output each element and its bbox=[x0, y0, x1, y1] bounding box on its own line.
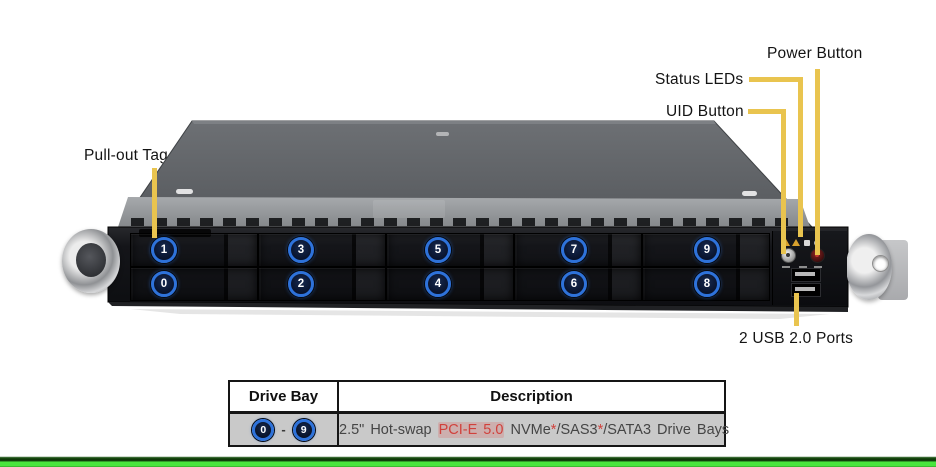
table-header-row: Drive Bay Description bbox=[230, 382, 724, 414]
warning-led-icon bbox=[782, 239, 790, 246]
warning-led-icon bbox=[792, 239, 800, 246]
drive-tray: 9 bbox=[642, 233, 770, 267]
drive-bay-number-badge: 7 bbox=[561, 237, 587, 263]
chassis-shadow bbox=[130, 309, 830, 319]
drive-bay-number-badge: 5 bbox=[425, 237, 451, 263]
drive-bay-number-badge: 6 bbox=[561, 271, 587, 297]
usb-port bbox=[791, 268, 821, 282]
usb-ports-leader-line bbox=[794, 293, 799, 326]
description-cell: 2.5" Hot-swap PCI-E 5.0 NVMe*/SAS3*/SATA… bbox=[339, 414, 729, 445]
drive-tray: 3 bbox=[258, 233, 386, 267]
pull-out-tag-callout: Pull-out Tag bbox=[84, 147, 168, 164]
power-button-callout: Power Button bbox=[767, 45, 863, 62]
front-vent-strip bbox=[131, 218, 795, 226]
uid-button-leader-line bbox=[748, 109, 786, 114]
pull-out-tag-leader-line bbox=[152, 168, 157, 238]
left-rack-ear-opening bbox=[76, 243, 106, 277]
status-leds-leader-line bbox=[749, 77, 803, 82]
drive-bay-number-badge: 9 bbox=[694, 237, 720, 263]
drive-bay-range-cell: 0 - 9 bbox=[230, 414, 339, 445]
drive-bay-column-header: Drive Bay bbox=[230, 382, 339, 411]
uid-button-callout: UID Button bbox=[666, 103, 744, 120]
description-column-header: Description bbox=[490, 388, 573, 405]
chassis-top-back-edge bbox=[192, 121, 716, 124]
drive-bay-number-badge: 8 bbox=[694, 271, 720, 297]
drive-tray: 0 bbox=[130, 267, 258, 301]
right-rack-ear-screw-hole bbox=[872, 255, 889, 272]
drive-tray: 5 bbox=[386, 233, 514, 267]
latch-highlight bbox=[176, 189, 193, 194]
drive-tray: 1 bbox=[130, 233, 258, 267]
drive-tray: 2 bbox=[258, 267, 386, 301]
drive-bay-number-badge: 4 bbox=[425, 271, 451, 297]
chassis-bottom-lip bbox=[108, 302, 848, 312]
drive-tray: 4 bbox=[386, 267, 514, 301]
bay-to-badge: 9 bbox=[292, 418, 315, 441]
power-button-leader-line bbox=[815, 69, 820, 255]
screw-highlight bbox=[436, 132, 449, 136]
usb-ports-callout: 2 USB 2.0 Ports bbox=[739, 330, 854, 347]
uid-label-mark bbox=[782, 266, 790, 268]
drive-tray: 6 bbox=[514, 267, 642, 301]
usb-label-mark bbox=[799, 266, 807, 268]
chamfer-plate bbox=[373, 200, 445, 218]
bay-from-badge: 0 bbox=[252, 418, 275, 441]
pcie-highlight: PCI-E 5.0 bbox=[437, 421, 505, 438]
latch-highlight bbox=[742, 191, 757, 196]
drive-bay-number-badge: 3 bbox=[288, 237, 314, 263]
drive-tray: 7 bbox=[514, 233, 642, 267]
status-leds-leader-line bbox=[798, 77, 803, 237]
drive-tray: 8 bbox=[642, 267, 770, 301]
drive-bay-number-badge: 0 bbox=[151, 271, 177, 297]
table-row: 0 - 9 2.5" Hot-swap PCI-E 5.0 NVMe*/SAS3… bbox=[230, 414, 729, 445]
drive-bay-number-badge: 1 bbox=[151, 237, 177, 263]
drive-bay-spec-table: Drive Bay Description 0 - 9 2.5" Hot-swa… bbox=[228, 380, 729, 447]
status-leds-callout: Status LEDs bbox=[655, 71, 744, 88]
drive-bay-number-badge: 2 bbox=[288, 271, 314, 297]
range-dash: - bbox=[281, 422, 286, 437]
footer-green-bar bbox=[0, 455, 936, 467]
uid-button-leader-line bbox=[781, 109, 786, 254]
info-led-icon bbox=[804, 240, 810, 246]
drive-bay-description: 2.5" Hot-swap PCI-E 5.0 NVMe*/SAS3*/SATA… bbox=[339, 421, 730, 438]
power-label-mark bbox=[814, 266, 822, 268]
